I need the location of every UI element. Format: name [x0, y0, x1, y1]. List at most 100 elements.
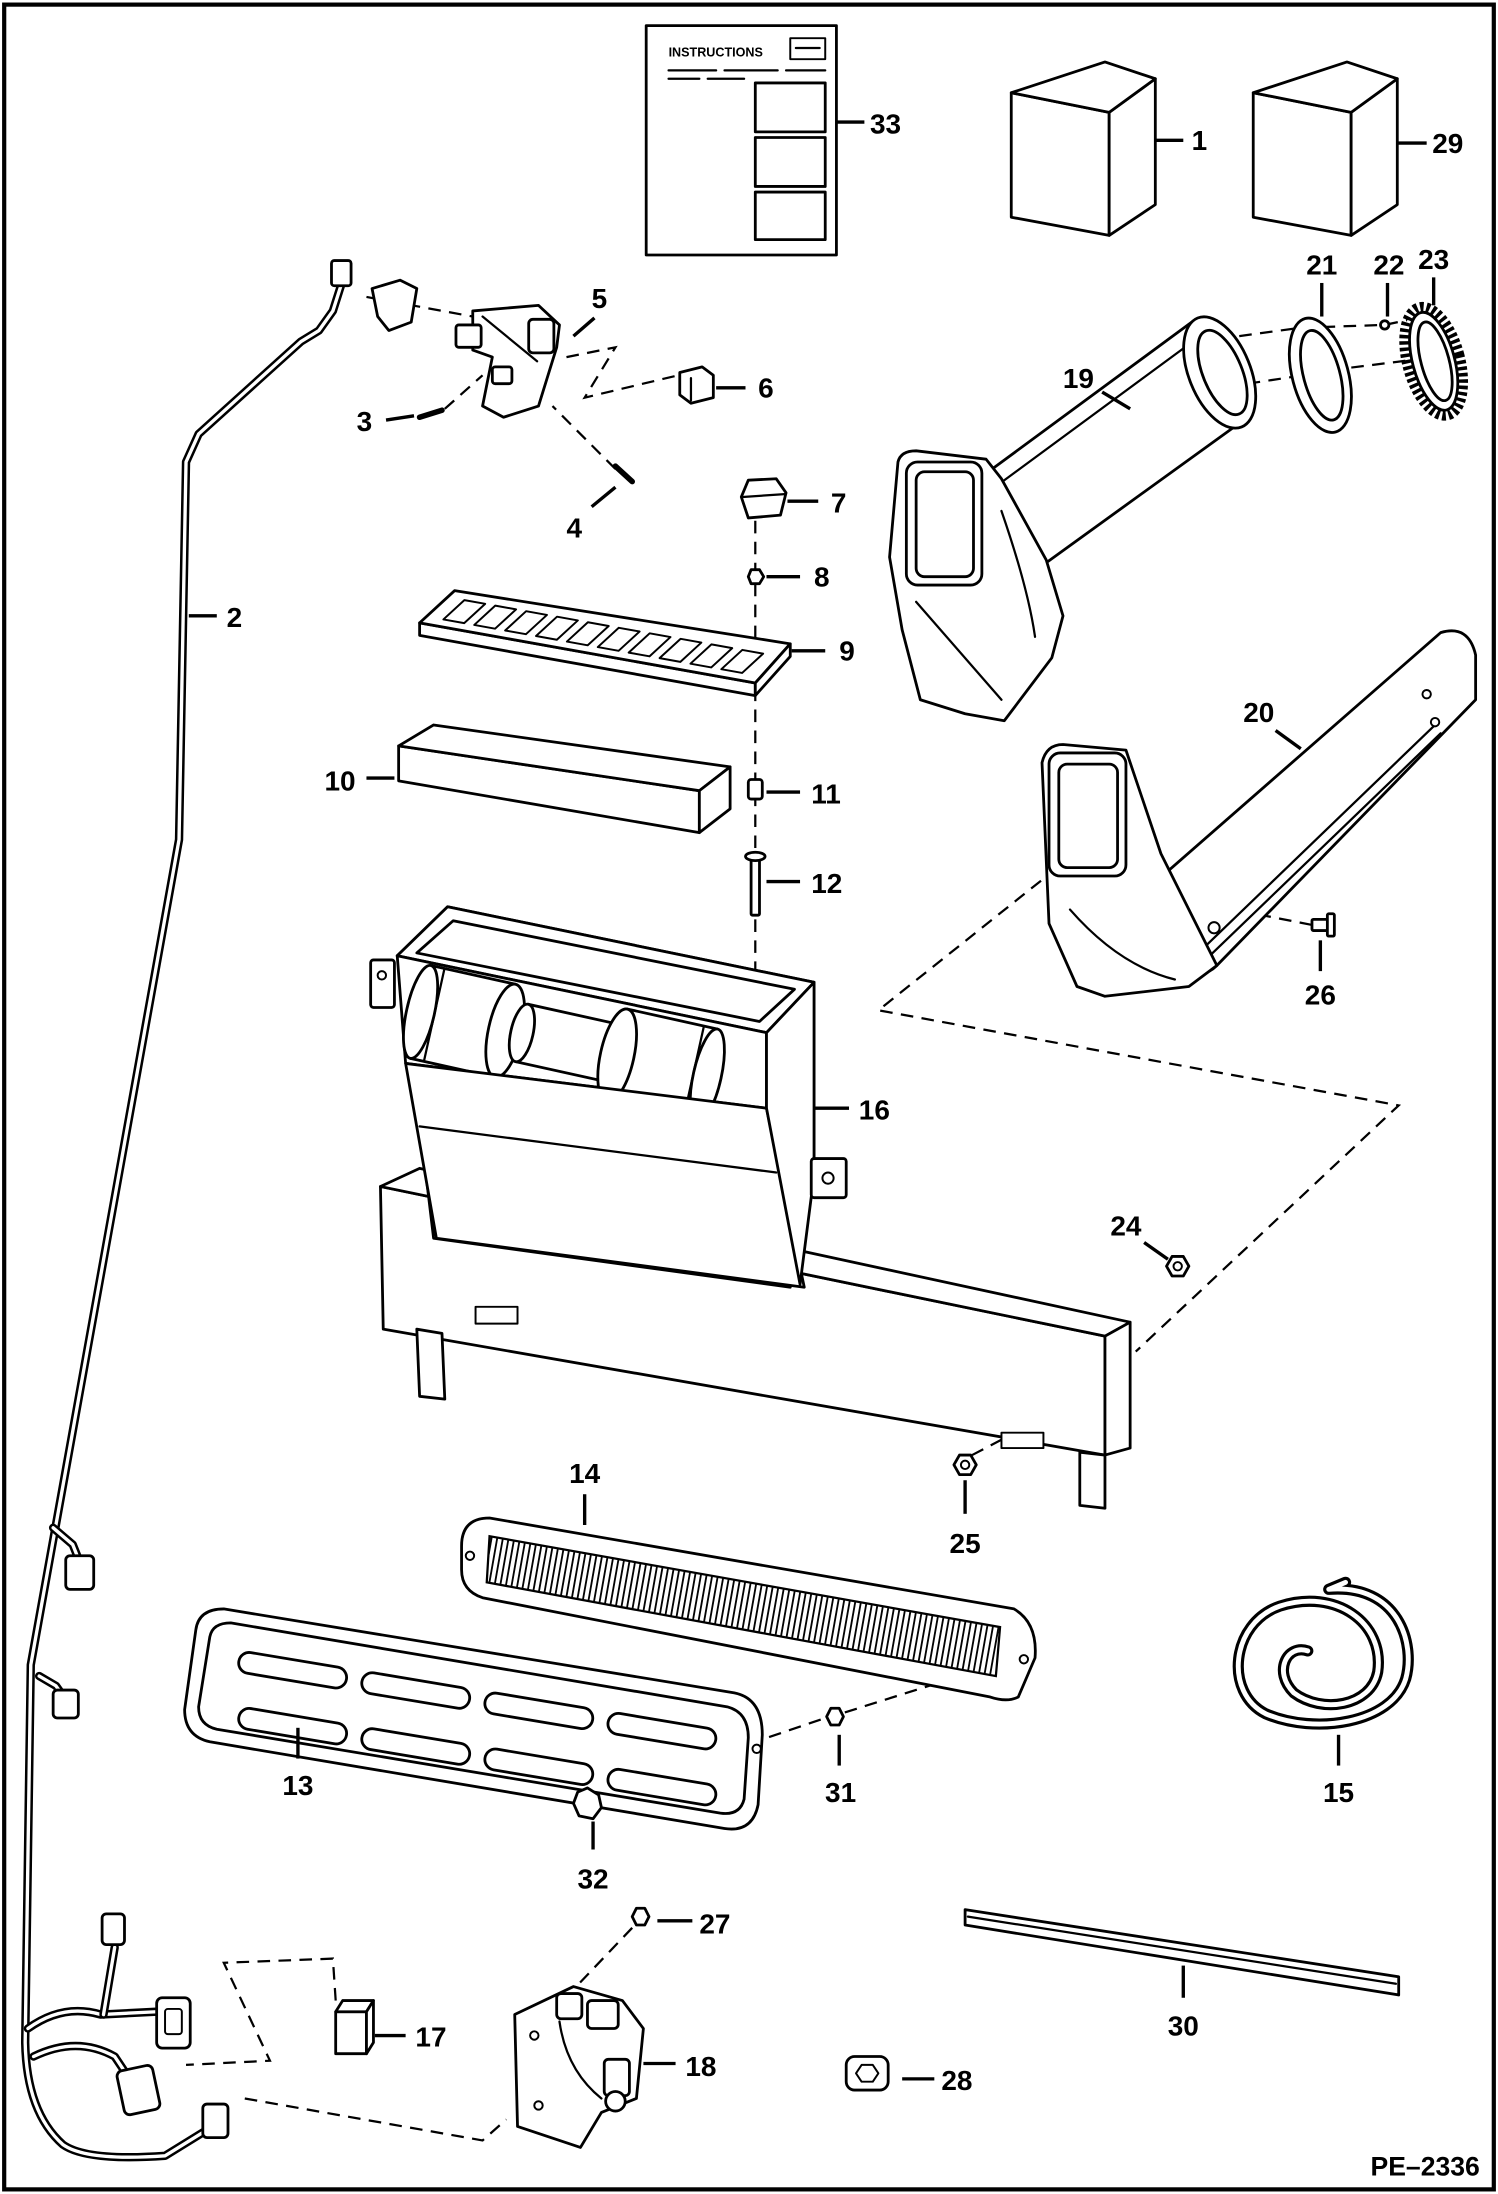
callout-number: 15 [1323, 1777, 1354, 1808]
wire-harness-part-2 [20, 259, 419, 2162]
grille-slot [689, 643, 734, 669]
callout-number: 10 [324, 766, 355, 797]
callout-number: 1 [1192, 125, 1208, 156]
duct-ring-part-21 [1287, 316, 1353, 434]
grille-slot [596, 626, 641, 652]
nut-part-27 [630, 1906, 651, 1927]
grille-louver [483, 1747, 595, 1786]
harness-plug-top [330, 259, 353, 288]
resistor-bracket-part-18 [513, 1985, 645, 2149]
grille-louver [483, 1691, 595, 1731]
grille-louver [360, 1671, 472, 1710]
callout-22: 22 [1373, 250, 1404, 317]
grille-slot [504, 610, 548, 636]
callout-number: 13 [282, 1770, 313, 1801]
grommet-part-28 [844, 2055, 890, 2092]
instructions-sheet-part-33: INSTRUCTIONS [644, 24, 838, 257]
callout-18: 18 [643, 2051, 716, 2082]
nut-part-8 [746, 568, 766, 586]
harness-connector-mid-2 [51, 1688, 80, 1720]
callout-number: 27 [699, 1908, 730, 1939]
callout-24: 24 [1110, 1210, 1169, 1261]
leader-line [1101, 390, 1132, 411]
leader-line [1143, 1241, 1169, 1261]
grille-slot [565, 621, 610, 647]
callout-number: 12 [811, 868, 842, 899]
callout-number: 23 [1418, 244, 1449, 275]
callout-21: 21 [1306, 250, 1337, 317]
upper-duct-part-19 [888, 315, 1258, 723]
callout-number: 4 [566, 513, 582, 544]
callout-number: 24 [1110, 1210, 1142, 1241]
callout-20: 20 [1243, 697, 1302, 751]
harness-connector-lower-3 [115, 2064, 162, 2117]
blower-housing-part-16 [369, 905, 1132, 1510]
lower-duct-part-20 [1040, 629, 1478, 998]
grille-louver [360, 1727, 472, 1766]
bolt-part-12 [744, 850, 767, 917]
callout-7: 7 [787, 487, 846, 518]
seal-strip-part-30 [963, 1908, 1401, 1997]
callout-4: 4 [566, 485, 617, 544]
harness-connector-lower-1 [100, 1912, 126, 1947]
callout-number: 18 [685, 2051, 716, 2082]
callout-5: 5 [572, 283, 608, 338]
rivet-part-22 [1379, 319, 1391, 331]
callout-9: 9 [791, 636, 855, 667]
leader-line [385, 414, 415, 422]
grille-slot [473, 604, 518, 630]
callout-number: 11 [811, 778, 841, 809]
callout-30: 30 [1168, 1965, 1199, 2042]
grille-louver [237, 1651, 348, 1690]
filter-pad-part-10 [397, 723, 732, 835]
callout-11: 11 [766, 778, 841, 809]
callout-number: 26 [1305, 980, 1336, 1011]
callout-14: 14 [569, 1458, 601, 1525]
callout-12: 12 [766, 868, 842, 899]
knob-part-7 [739, 477, 788, 520]
callout-number: 30 [1168, 2011, 1199, 2042]
callout-number: 31 [825, 1777, 856, 1808]
boxed-kit-part-1 [1009, 60, 1157, 237]
callout-number: 22 [1373, 250, 1404, 281]
callout-number: 33 [870, 108, 901, 139]
callout-28: 28 [902, 2065, 972, 2096]
callout-number: 19 [1063, 363, 1094, 394]
callout-15: 15 [1323, 1734, 1354, 1808]
grille-louver [237, 1707, 348, 1746]
grille-slot [442, 599, 487, 625]
callout-number: 29 [1432, 128, 1463, 159]
leader-line [572, 316, 596, 338]
callout-number: 7 [831, 487, 847, 518]
callout-33: 33 [836, 108, 901, 139]
callout-number: 28 [941, 2065, 972, 2096]
harness-connector-mid-1 [64, 1554, 96, 1591]
callout-23: 23 [1418, 244, 1449, 306]
callout-16: 16 [815, 1094, 890, 1125]
louvered-grille-part-13 [183, 1607, 764, 1831]
callout-32: 32 [577, 1821, 609, 1895]
leader-line [590, 485, 617, 509]
boxed-kit-part-29 [1251, 60, 1399, 237]
callout-number: 21 [1306, 250, 1337, 281]
callout-29: 29 [1397, 128, 1463, 159]
screw-part-3 [416, 407, 445, 421]
callout-number: 20 [1243, 697, 1274, 728]
grille-louver [606, 1767, 718, 1807]
callout-26: 26 [1305, 940, 1336, 1011]
nut-part-25 [952, 1453, 978, 1477]
leader-line [1274, 729, 1302, 751]
callout-number: 16 [859, 1094, 890, 1125]
harness-connector-lower-4 [201, 2102, 230, 2140]
callout-3: 3 [357, 406, 415, 437]
grille-slot [720, 648, 765, 674]
callout-number: 32 [577, 1864, 608, 1895]
hose-coil-part-15 [1232, 1576, 1414, 1730]
switch-bracket-part-5 [454, 303, 561, 419]
grille-slot [627, 632, 672, 658]
callout-number: 8 [814, 561, 830, 592]
callout-number: 25 [950, 1528, 981, 1559]
callout-number: 5 [592, 283, 608, 314]
spacer-part-11 [746, 778, 764, 801]
